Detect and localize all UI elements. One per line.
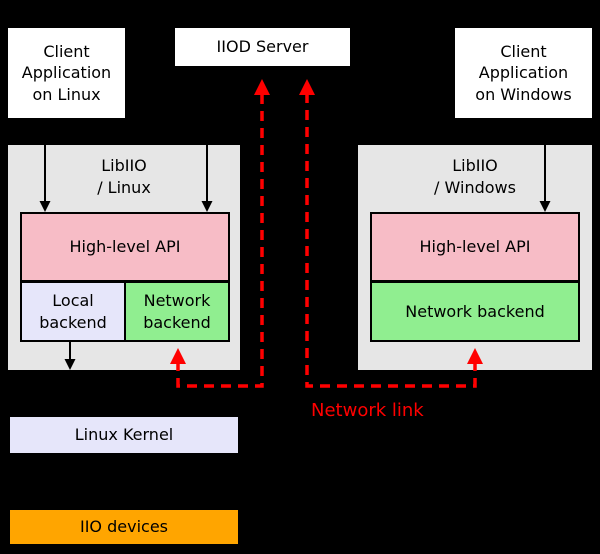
iiod-server-box: IIOD Server: [175, 28, 350, 66]
libiio-windows-label: LibIIO / Windows: [434, 156, 516, 197]
network-link-label: Network link: [311, 400, 424, 421]
network-backend-right-box: Network backend: [370, 281, 580, 342]
network-backend-left-box: Network backend: [124, 281, 230, 342]
high-level-api-left-box: High-level API: [20, 212, 230, 282]
linux-kernel-box: Linux Kernel: [8, 415, 240, 455]
libiio-linux-label: LibIIO / Linux: [97, 156, 151, 197]
high-level-api-right-box: High-level API: [370, 212, 580, 282]
client-application-windows-box: Client Application on Windows: [455, 28, 592, 118]
iio-devices-box: IIO devices: [8, 508, 240, 546]
client-application-linux-box: Client Application on Linux: [8, 28, 125, 118]
local-backend-box: Local backend: [20, 281, 126, 342]
